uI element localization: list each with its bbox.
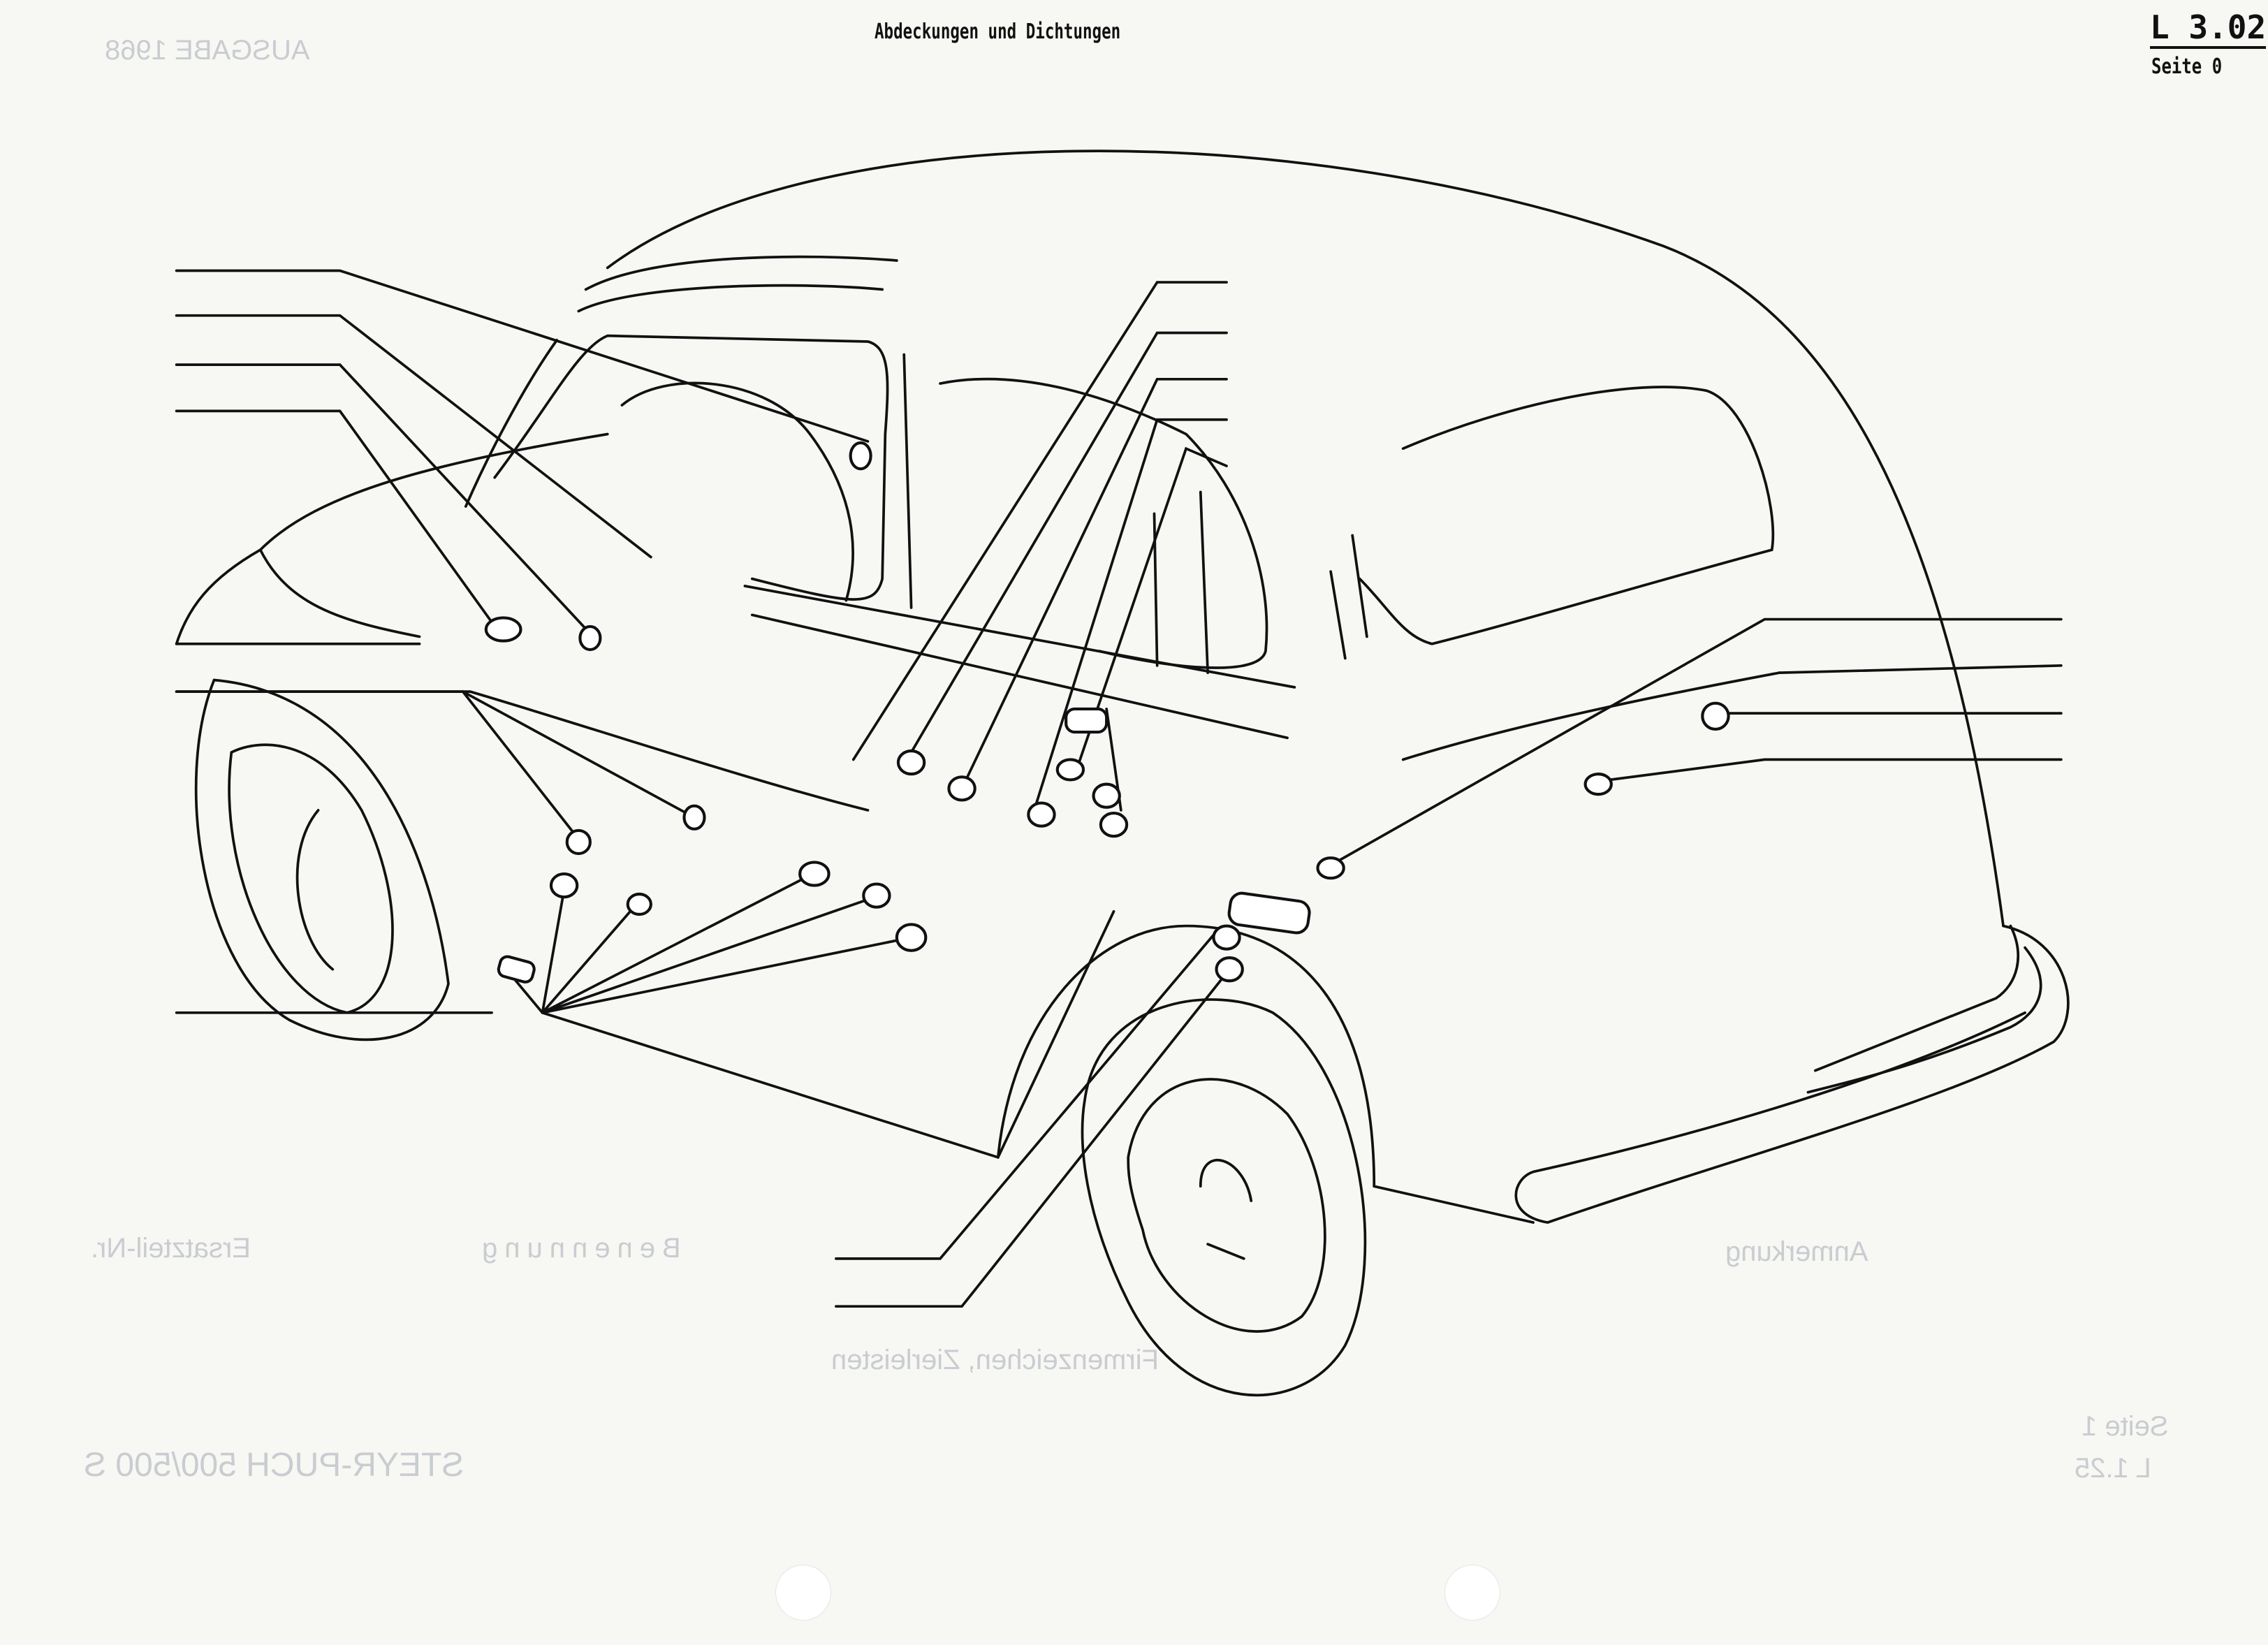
section-code: L 3.02 — [2150, 8, 2267, 49]
leader-lines — [175, 269, 2063, 1308]
page-title: Abdeckungen und Dichtungen — [875, 20, 1121, 44]
punch-hole — [1444, 1565, 1500, 1621]
car-body-outline — [175, 149, 2070, 1397]
grommets — [484, 441, 1730, 984]
page-number: Seite 0 — [2151, 54, 2223, 79]
punch-hole — [775, 1565, 831, 1621]
